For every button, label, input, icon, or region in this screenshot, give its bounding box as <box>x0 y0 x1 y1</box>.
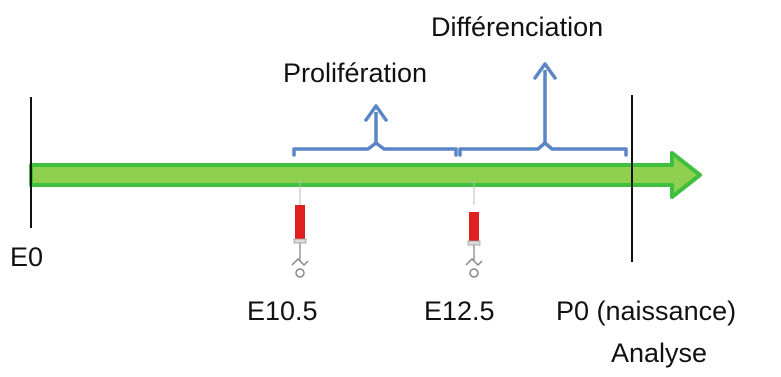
start-label: E0 <box>10 242 44 272</box>
timeline-arrow <box>29 151 702 199</box>
phase-label-proliferation: Prolifération <box>283 58 428 88</box>
differentiation-brace <box>458 141 628 157</box>
end-label: P0 (naissance) <box>556 296 737 326</box>
proliferation-up-arrow <box>364 104 388 143</box>
injection-1-label: E10.5 <box>247 296 318 326</box>
syringe-icon <box>291 180 309 278</box>
proliferation-brace <box>292 141 458 157</box>
syringe-icon <box>465 180 483 278</box>
phase-label-differentiation: Différenciation <box>431 12 604 42</box>
injection-2-label: E12.5 <box>424 296 495 326</box>
differentiation-up-arrow <box>533 62 557 143</box>
end-sublabel: Analyse <box>611 338 708 368</box>
